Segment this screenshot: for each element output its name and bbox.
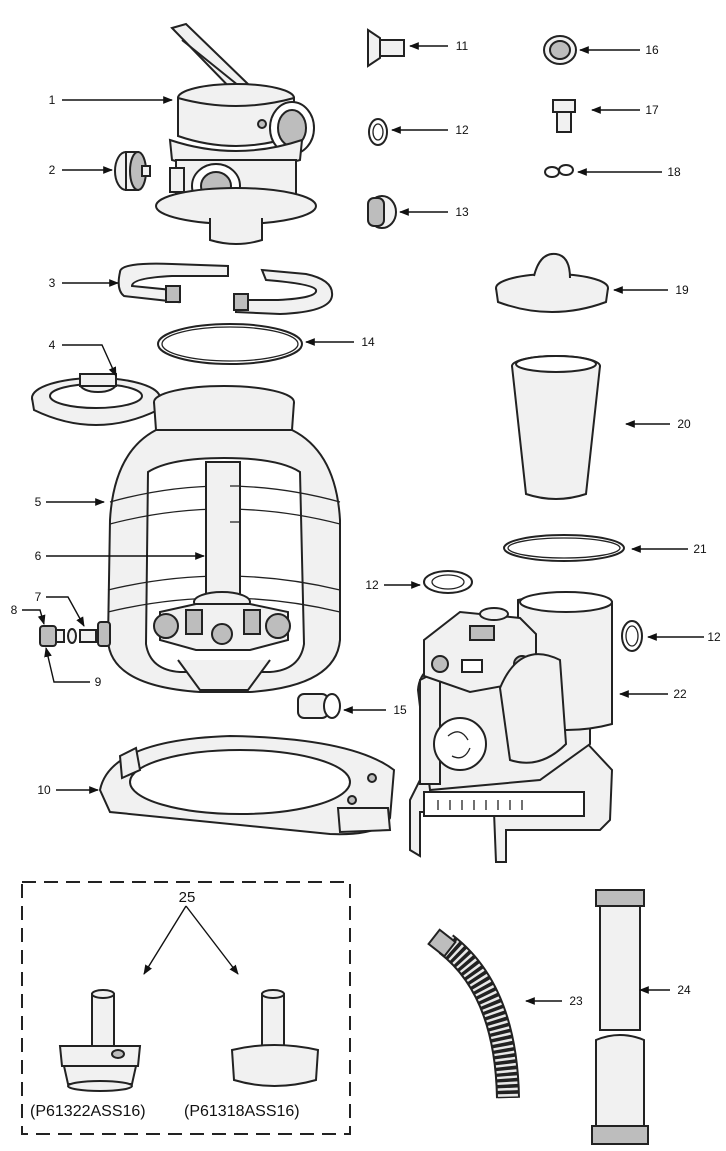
sand-filter-tank bbox=[106, 385, 341, 693]
callout-7: 7 bbox=[35, 590, 42, 604]
callout-20: 20 bbox=[677, 417, 691, 431]
callout-19: 19 bbox=[675, 283, 689, 297]
callout-23: 23 bbox=[569, 994, 583, 1008]
hose-nut bbox=[543, 35, 577, 65]
callout-4: 4 bbox=[49, 338, 56, 352]
callout-21: 21 bbox=[693, 542, 707, 556]
callout-9: 9 bbox=[95, 675, 102, 689]
callout-1: 1 bbox=[49, 93, 56, 107]
clamp bbox=[117, 262, 334, 316]
callout-12-top: 12 bbox=[455, 123, 469, 137]
callout-12-pump-right: 12 bbox=[707, 630, 721, 644]
flexible-hose-straight bbox=[591, 889, 649, 1145]
callout-labels: 1 2 3 4 5 6 7 8 9 10 11 12 13 14 15 16 1… bbox=[11, 39, 721, 1008]
drain-assembly bbox=[39, 621, 111, 647]
diffuser bbox=[31, 373, 161, 426]
o-ring-pump-right bbox=[621, 620, 643, 652]
strainer-lid bbox=[495, 252, 609, 313]
callout-5: 5 bbox=[35, 495, 42, 509]
hose-connector bbox=[297, 693, 341, 719]
pressure-gauge bbox=[114, 151, 151, 191]
adapter-fitting bbox=[552, 99, 576, 133]
callout-17: 17 bbox=[645, 103, 659, 117]
pump bbox=[409, 591, 614, 863]
o-ring-small-top bbox=[368, 118, 388, 146]
callout-6: 6 bbox=[35, 549, 42, 563]
callout-25: 25 bbox=[179, 889, 196, 906]
kit-model-left: (P61322ASS16) bbox=[30, 1103, 146, 1120]
callout-18: 18 bbox=[667, 165, 681, 179]
callout-24: 24 bbox=[677, 983, 691, 997]
callout-12-pump-left: 12 bbox=[365, 578, 379, 592]
kit-box bbox=[21, 881, 351, 1135]
air-release-valve bbox=[367, 28, 405, 68]
callout-15: 15 bbox=[393, 703, 407, 717]
callout-2: 2 bbox=[49, 163, 56, 177]
flexible-hose-curved bbox=[427, 928, 520, 1099]
callout-14: 14 bbox=[361, 335, 375, 349]
kit-adapter-right bbox=[230, 989, 320, 1087]
kit-adapter-left bbox=[58, 989, 142, 1092]
callout-3: 3 bbox=[49, 276, 56, 290]
drain-plug-cap bbox=[367, 195, 397, 229]
strainer-o-ring bbox=[503, 534, 625, 562]
strainer-basket bbox=[511, 355, 601, 500]
leader-lines bbox=[22, 42, 704, 1005]
tank-base bbox=[98, 734, 396, 836]
callout-16: 16 bbox=[645, 43, 659, 57]
multiport-valve bbox=[155, 22, 317, 245]
tank-o-ring bbox=[157, 323, 303, 365]
o-ring-pump-left bbox=[423, 570, 473, 594]
callout-22: 22 bbox=[673, 687, 687, 701]
callout-13: 13 bbox=[455, 205, 469, 219]
callout-8: 8 bbox=[11, 603, 18, 617]
callout-10: 10 bbox=[37, 783, 51, 797]
small-o-rings bbox=[544, 164, 574, 178]
callout-11: 11 bbox=[456, 39, 469, 53]
kit-model-right: (P61318ASS16) bbox=[184, 1103, 300, 1120]
